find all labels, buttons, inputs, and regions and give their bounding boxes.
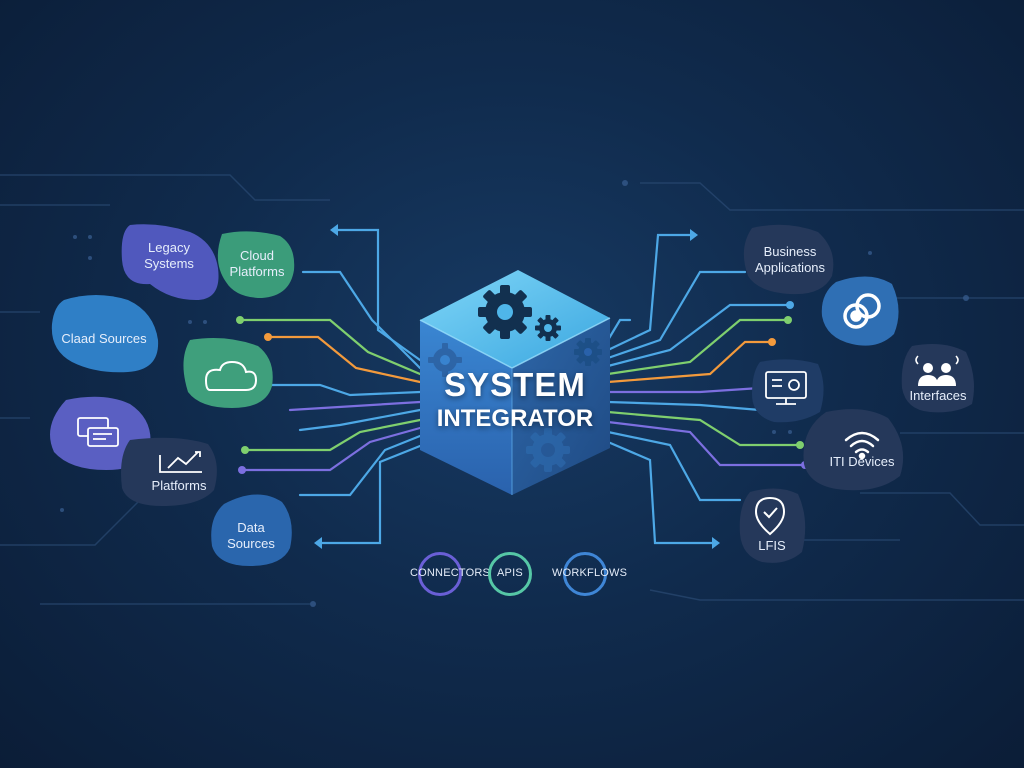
label-interfaces: Interfaces — [909, 388, 967, 403]
node-data-sources — [211, 494, 292, 566]
wifi-icon — [844, 431, 880, 460]
label-workflows: WORKFLOWS — [552, 567, 628, 579]
node-cloud — [183, 338, 273, 408]
cloud-icon — [204, 360, 258, 391]
label-data-sources: Data Sources — [227, 520, 275, 551]
gear-icon — [535, 315, 561, 341]
arrow-icon — [330, 224, 338, 236]
workflows-ring — [563, 552, 607, 596]
right-connector-lines — [606, 233, 807, 545]
node-lfis-label: LFIS — [744, 536, 800, 556]
node-business-applications — [743, 224, 834, 295]
node-interfaces-label: Interfaces — [898, 386, 978, 406]
node-interfaces — [901, 344, 974, 413]
node-legacy-systems-label: Legacy Systems — [126, 236, 212, 276]
gear-icon — [478, 285, 532, 339]
gear-icon — [574, 338, 602, 366]
node-cloud-platforms-label: Cloud Platforms — [222, 244, 292, 284]
people-icon — [915, 355, 959, 386]
center-title-line2: INTEGRATOR — [436, 405, 594, 432]
node-claad-sources-label: Claad Sources — [60, 318, 148, 360]
connectors-ring — [418, 552, 462, 596]
label-lfis: LFIS — [758, 538, 786, 553]
arrow-icon — [690, 229, 698, 241]
monitor-icon — [765, 371, 807, 405]
node-iti-devices-label: ITI Devices — [816, 452, 908, 472]
label-apis: APIS — [497, 567, 523, 579]
label-business-applications: Business Applications — [754, 244, 826, 275]
center-title: SYSTEM INTEGRATOR — [418, 366, 612, 434]
link-rings-icon — [843, 293, 881, 329]
arrow-icon — [712, 537, 720, 549]
background-dots — [60, 180, 969, 607]
label-connectors: CONNECTORS — [410, 567, 491, 579]
arrow-icon — [314, 537, 322, 549]
gear-icon — [428, 343, 462, 377]
node-cloud-platforms — [217, 231, 295, 298]
node-monitor — [752, 359, 824, 423]
center-title-line1: SYSTEM — [444, 366, 586, 403]
node-data-sources-label: Data Sources — [212, 516, 290, 556]
label-legacy-systems: Legacy Systems — [144, 240, 194, 271]
line-chart-icon — [159, 451, 202, 473]
system-integrator-cube — [419, 270, 611, 495]
label-platforms: Platforms — [151, 478, 207, 493]
cards-icon — [77, 417, 119, 447]
label-cloud-platforms: Cloud Platforms — [229, 248, 285, 279]
label-iti-devices: ITI Devices — [829, 454, 895, 469]
node-claad-sources — [51, 295, 159, 373]
apis-ring — [488, 552, 532, 596]
node-iti-devices — [803, 409, 904, 491]
gear-icon — [526, 428, 570, 472]
node-business-applications-label: Business Applications — [744, 240, 836, 280]
left-connector-lines — [238, 228, 422, 545]
location-pin-icon — [754, 496, 786, 536]
label-claad-sources: Claad Sources — [61, 331, 147, 346]
left-connector-endpoints — [236, 224, 338, 549]
node-legacy-systems — [121, 224, 219, 300]
node-platforms-label: Platforms — [134, 476, 224, 496]
